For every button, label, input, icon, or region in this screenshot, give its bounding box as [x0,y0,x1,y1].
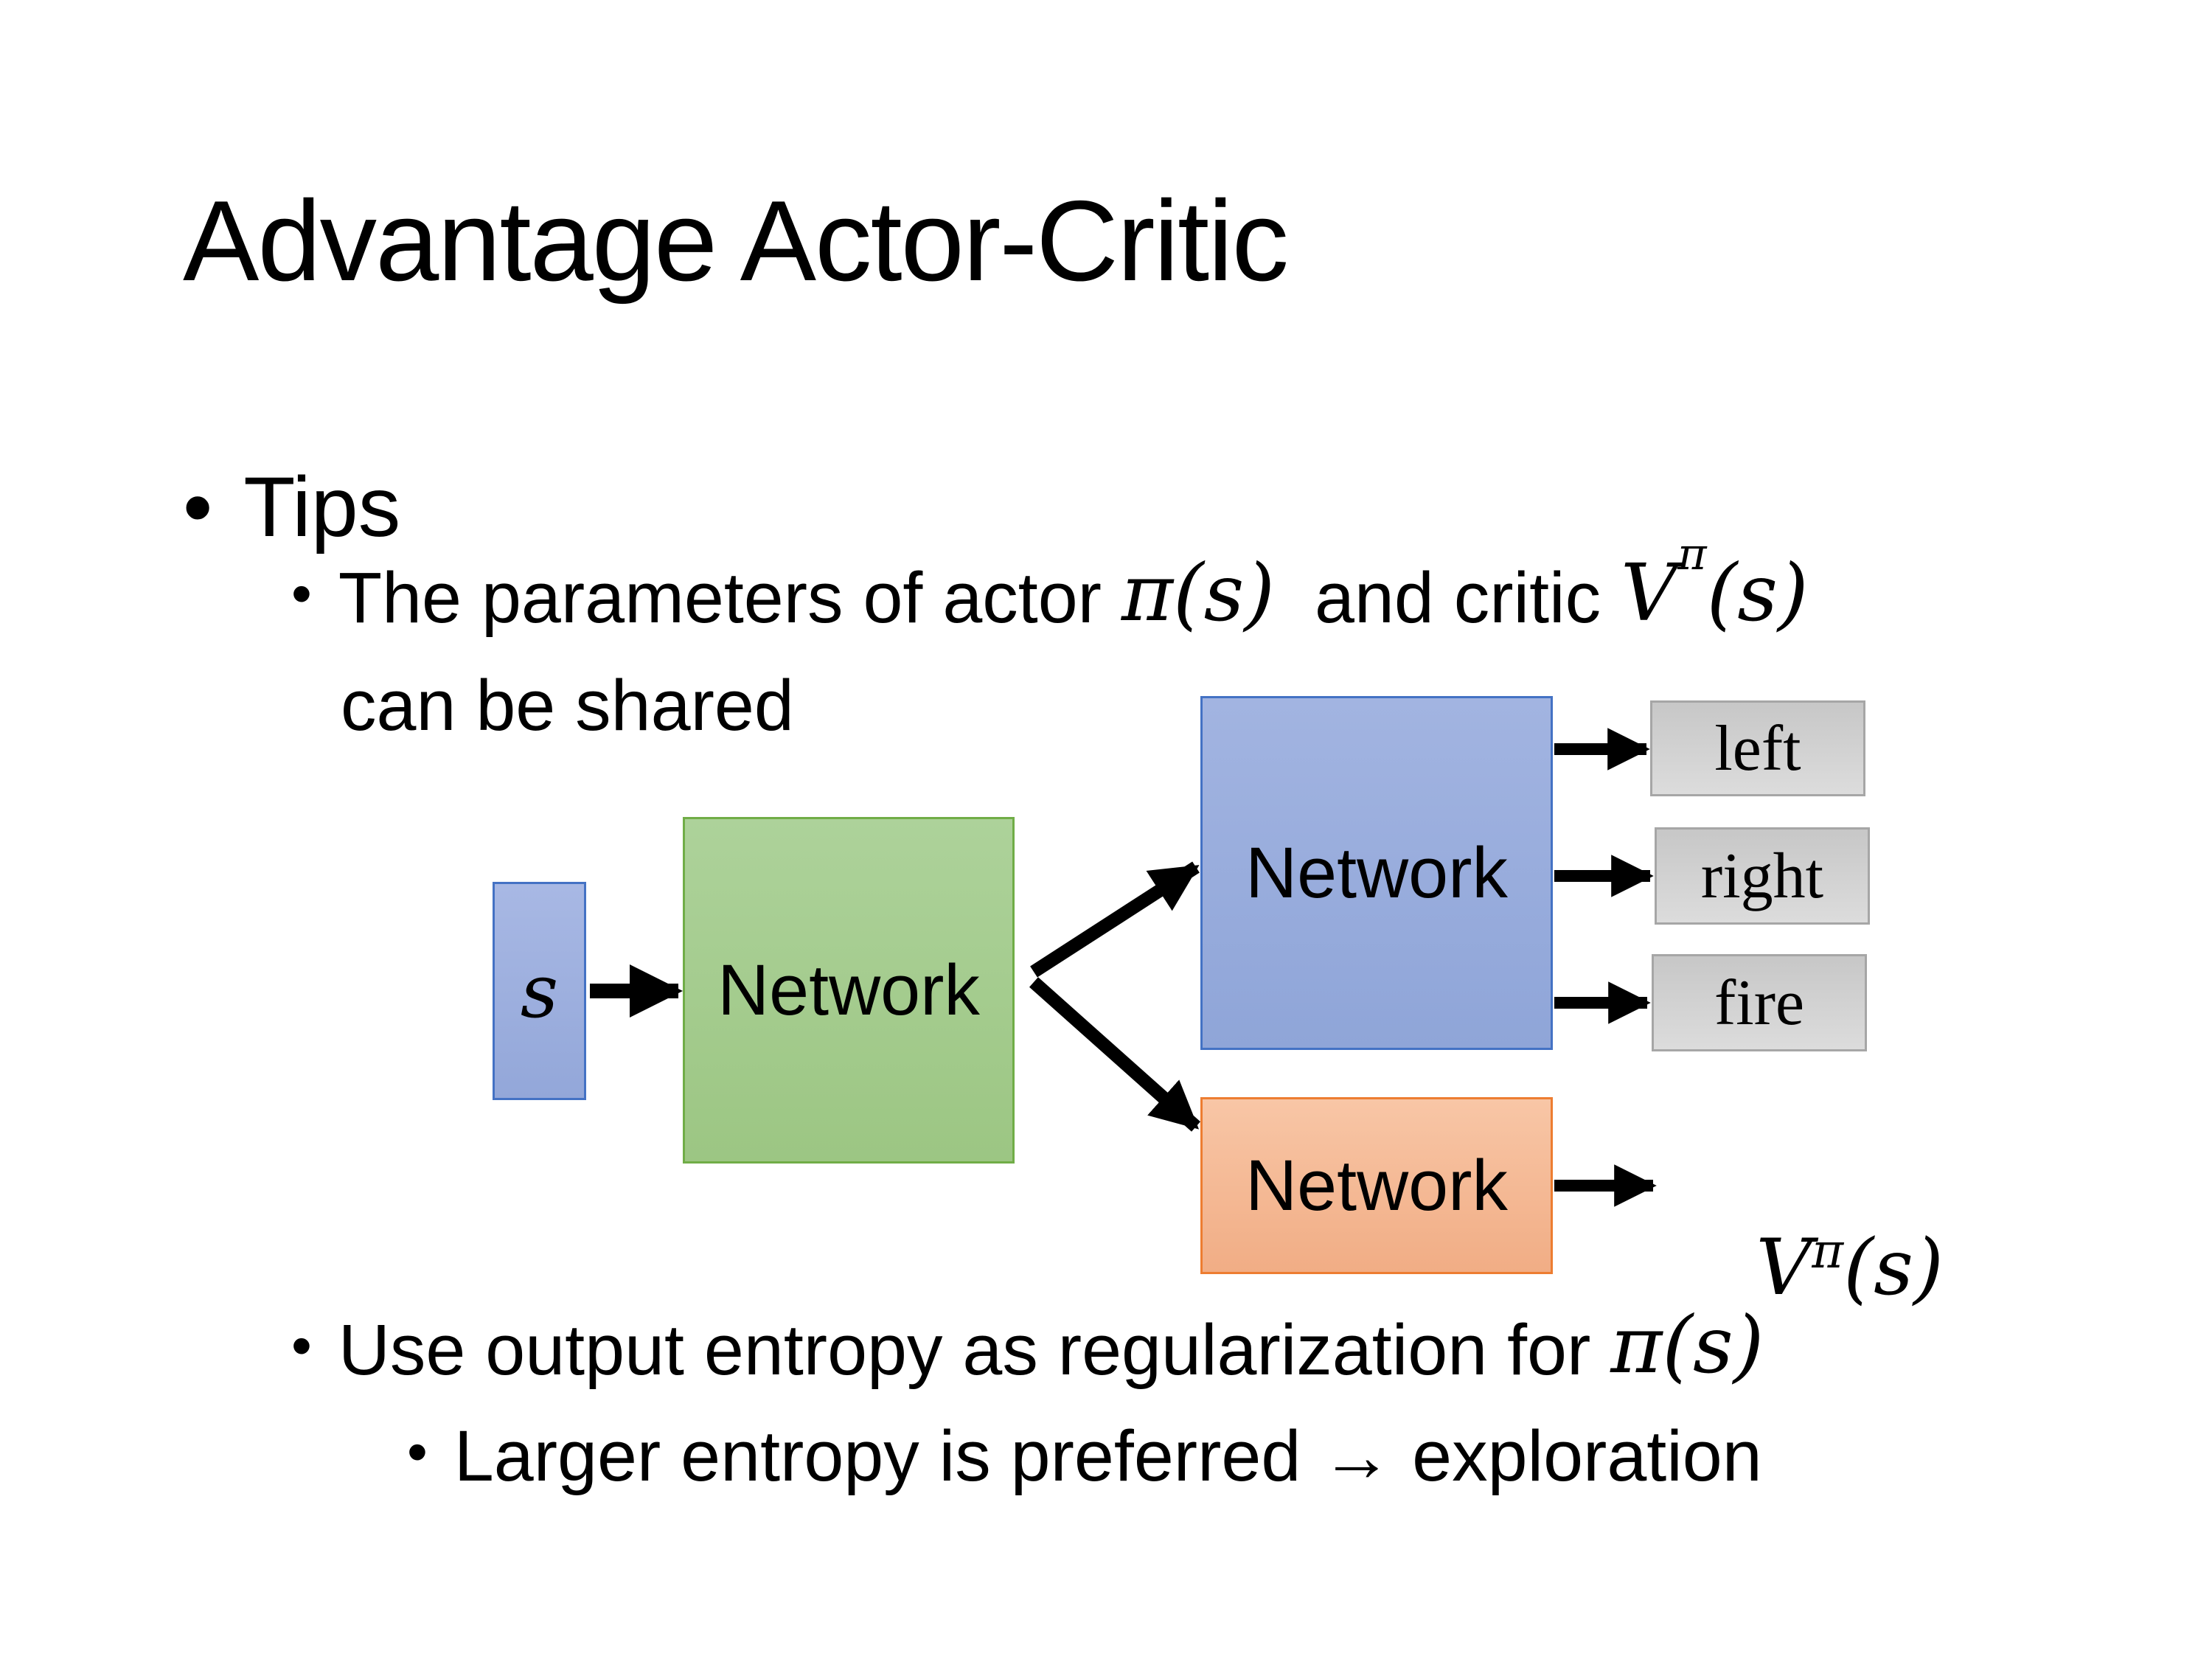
shared-network-box: Network [683,817,1015,1164]
bullet-tips-label: Tips [243,460,401,554]
bullet-parameters-line2: can be shared [341,662,794,749]
bullet-entropy-regularization: • Use output entropy as regularization fo… [291,1307,1764,1394]
math-regularization-pi-s: π(s) [1610,1300,1764,1391]
actor-network-box: Network [1200,696,1553,1050]
action-box-right: right [1655,827,1870,925]
state-label: s [520,947,559,1034]
bullet-entropy-text-pre: Use output entropy as regularization for [338,1310,1611,1390]
bullet-parameters-text-pre: The parameters of actor [338,557,1121,638]
action-label-right: right [1700,840,1824,912]
action-box-fire: fire [1652,954,1867,1051]
bullet-dot: • [183,460,213,554]
arrow-shared-to-critic [1029,977,1200,1132]
bullet-tips: • Tips [183,456,400,559]
state-input-box: s [493,882,586,1100]
bullet-larger-entropy: • Larger entropy is preferred → explorati… [407,1413,1762,1500]
bullet-parameters-text-mid: and critic [1275,557,1621,638]
actor-network-label: Network [1245,832,1508,913]
bullet-larger-entropy-text: Larger entropy is preferred → exploratio… [453,1416,1762,1496]
bullet-dot: • [291,1312,312,1378]
critic-network-box: Network [1200,1097,1553,1274]
critic-output-arg: (s) [1843,1222,1944,1312]
arrow-shared-to-actor [1030,861,1200,978]
math-critic-v: V [1621,548,1678,639]
action-label-left: left [1714,712,1801,785]
action-box-left: left [1650,700,1865,796]
shared-network-label: Network [717,950,980,1030]
critic-output-label: Vπ(s) [1658,1133,1944,1402]
math-actor-pi-s: π(s) [1121,548,1276,639]
bullet-dot: • [291,560,312,626]
math-critic-arg: (s) [1706,548,1809,639]
critic-network-label: Network [1245,1145,1508,1225]
action-label-fire: fire [1714,967,1805,1039]
critic-output-sup: π [1812,1224,1844,1280]
bullet-parameters-line1: • The parameters of actor π(s) and critic… [291,532,1809,641]
critic-output-base: V [1756,1222,1812,1312]
bullet-dot: • [407,1418,428,1484]
page-title: Advantage Actor-Critic [183,177,1289,305]
bullet-parameters-line2-text: can be shared [341,665,794,745]
